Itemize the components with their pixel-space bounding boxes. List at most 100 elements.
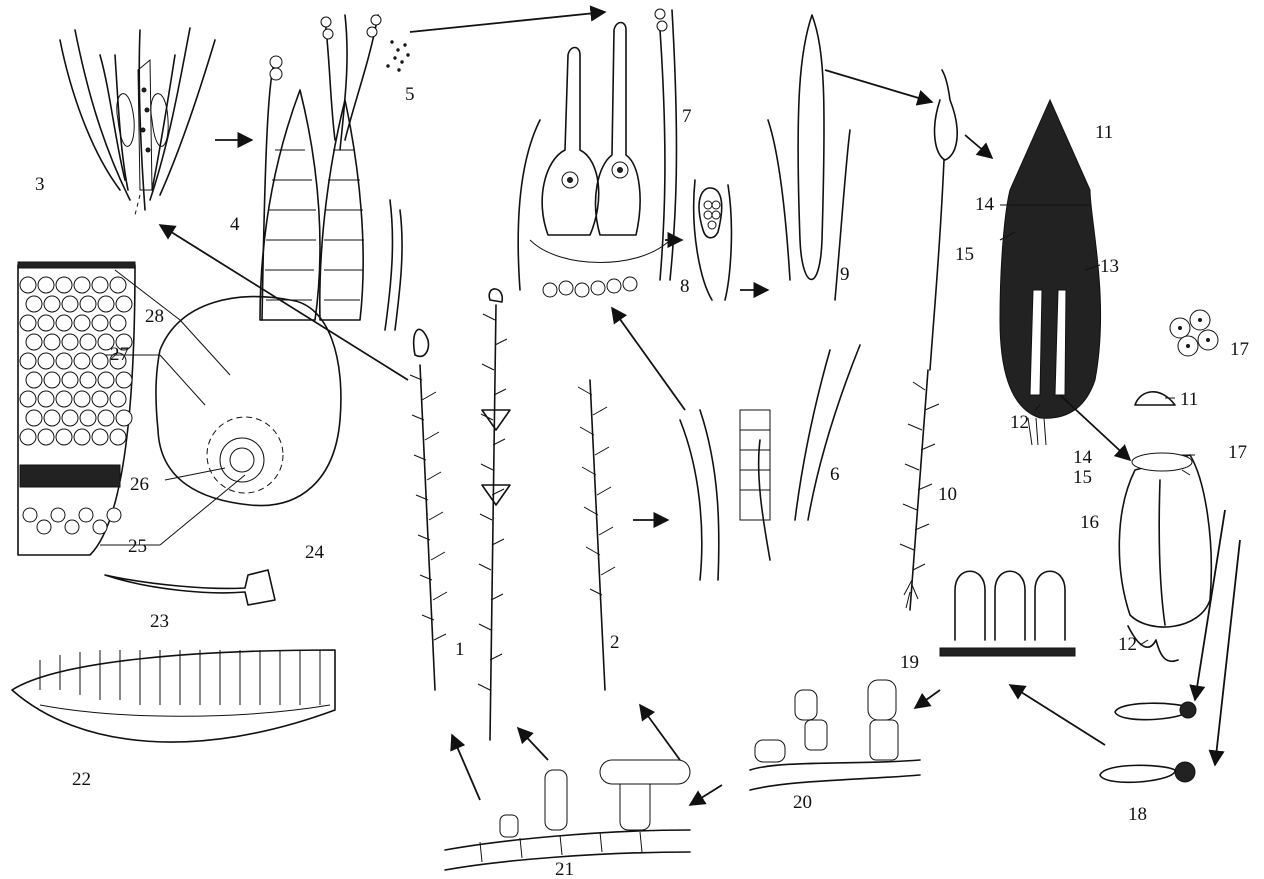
tissue-cell <box>116 410 132 426</box>
tissue-cell <box>51 508 65 522</box>
tissue-cell <box>26 410 42 426</box>
life-cycle-arrows <box>160 12 1240 805</box>
tissue-cell <box>110 391 126 407</box>
arrow-to-protonema <box>915 690 940 708</box>
tissue-cell <box>80 372 96 388</box>
arrow-filament-to-plant-1 <box>452 735 480 800</box>
label-13: 13 <box>1100 256 1119 277</box>
tissue-cell <box>38 315 54 331</box>
tissue-cell <box>65 520 79 534</box>
arrow-to-archegonia <box>612 308 685 410</box>
dehiscing-capsule-illustration <box>1119 392 1211 661</box>
label-4: 4 <box>230 214 240 235</box>
arrow-filament-to-plant-2 <box>518 728 548 760</box>
tissue-cell <box>20 277 36 293</box>
tissue-cell <box>44 334 60 350</box>
label-26: 26 <box>130 474 149 495</box>
arrow-spore-germination-2 <box>1215 540 1240 765</box>
label-17: 17 <box>1230 339 1249 360</box>
arrow-filament-to-plant-3 <box>640 705 680 760</box>
antheridia-illustration <box>260 15 409 330</box>
protonema-filament-illustration <box>445 760 690 870</box>
young-sporophyte-illustration <box>768 15 850 300</box>
tissue-cell <box>38 277 54 293</box>
label-25: 25 <box>128 536 147 557</box>
label-19: 19 <box>900 652 919 673</box>
tissue-cell <box>92 429 108 445</box>
tissue-cell <box>79 508 93 522</box>
tissue-cell <box>38 391 54 407</box>
label-21: 21 <box>555 859 574 879</box>
tissue-cell <box>92 277 108 293</box>
tissue-cell <box>62 372 78 388</box>
label-24: 24 <box>305 542 325 563</box>
tissue-cell <box>74 391 90 407</box>
tissue-cell <box>20 391 36 407</box>
label-15-annulus: 15 <box>1073 467 1092 488</box>
leaf-section-illustration <box>12 650 335 742</box>
tissue-cell <box>56 315 72 331</box>
tissue-cell <box>62 334 78 350</box>
arrow-antheridia-to-archegonia <box>410 12 605 32</box>
tissue-cell <box>23 508 37 522</box>
arrow-to-buds <box>1010 685 1105 745</box>
arrow-to-capsule <box>965 135 992 158</box>
tissue-cell <box>56 391 72 407</box>
tissue-cell <box>116 296 132 312</box>
label-12: 12 <box>1010 412 1029 433</box>
tissue-cell <box>74 353 90 369</box>
tissue-cell <box>56 429 72 445</box>
label-28: 28 <box>145 306 164 327</box>
tissue-cell <box>107 508 121 522</box>
germinating-spores-illustration <box>1100 702 1196 782</box>
label-6: 6 <box>830 464 840 485</box>
label-14: 14 <box>975 194 995 215</box>
tissue-cell <box>110 429 126 445</box>
tissue-cell <box>62 296 78 312</box>
label-16: 16 <box>1080 512 1099 533</box>
leaf-illustration <box>105 570 275 605</box>
label-2: 2 <box>610 632 620 653</box>
stem-cross-section-illustration <box>156 297 341 506</box>
label-17-spores: 17 <box>1228 442 1247 463</box>
label-14-peristome: 14 <box>1073 447 1093 468</box>
tissue-cell <box>37 520 51 534</box>
label-27: 27 <box>110 344 129 365</box>
tissue-cell <box>44 372 60 388</box>
tissue-cell <box>110 277 126 293</box>
tissue-cell <box>62 410 78 426</box>
stem-tissue-detail-illustration <box>18 262 135 555</box>
label-10: 10 <box>938 484 957 505</box>
protonema-buds-illustration <box>940 571 1075 656</box>
protonema-branch-illustration <box>750 680 920 790</box>
arrow-to-mature-sporophyte <box>825 70 932 102</box>
label-12-seta: 12 <box>1118 634 1137 655</box>
male-gametophyte-illustration <box>410 329 447 690</box>
label-11: 11 <box>1095 122 1113 143</box>
tissue-cell <box>93 520 107 534</box>
tissue-cell <box>98 296 114 312</box>
leaf-base-section-illustration <box>680 345 860 580</box>
tissue-cell <box>74 429 90 445</box>
tissue-cell <box>44 296 60 312</box>
gametophyte-with-capsule-illustration <box>900 70 957 610</box>
tissue-cell <box>110 315 126 331</box>
label-22: 22 <box>72 769 91 790</box>
label-9: 9 <box>840 264 850 285</box>
tissue-cell <box>116 372 132 388</box>
tissue-cell <box>92 315 108 331</box>
tissue-cell <box>26 372 42 388</box>
tissue-cell <box>38 353 54 369</box>
spermatozoid-cloud <box>387 41 409 71</box>
arrow-plant-to-apex <box>160 225 408 380</box>
arrow-capsule-to-dehiscence <box>1060 395 1130 460</box>
archegonia-illustration <box>518 9 676 297</box>
tissue-cell <box>26 334 42 350</box>
tissue-cell <box>38 429 54 445</box>
label-3: 3 <box>35 174 45 195</box>
tissue-cell <box>92 391 108 407</box>
capsule-section-illustration <box>1000 100 1101 445</box>
tissue-cell <box>80 334 96 350</box>
